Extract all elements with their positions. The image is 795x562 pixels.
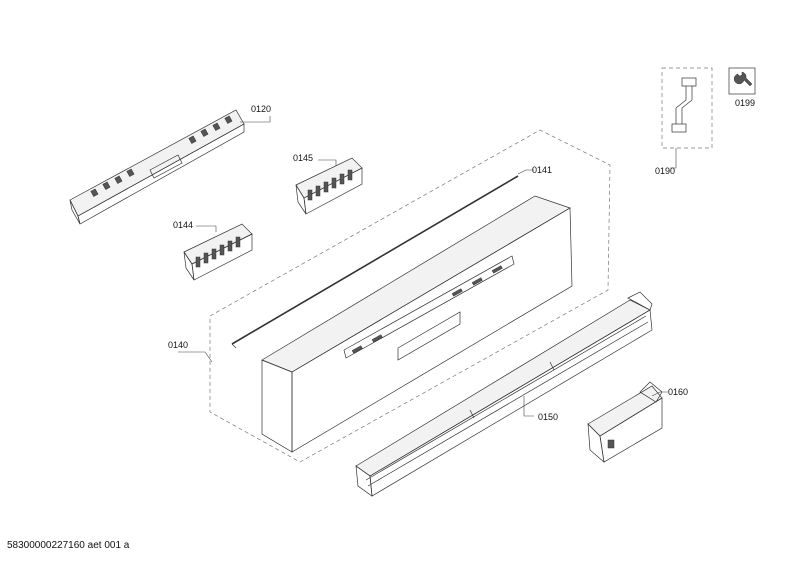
label-0160: 0160: [668, 387, 688, 397]
label-0141: 0141: [532, 165, 552, 175]
part-0144-button-module[interactable]: [183, 223, 253, 281]
label-0150: 0150: [538, 412, 558, 422]
part-0141-seal-strip[interactable]: [231, 169, 534, 349]
label-0140: 0140: [168, 340, 188, 350]
label-0145: 0145: [293, 153, 313, 163]
part-0199-tool-icon[interactable]: [728, 67, 756, 95]
part-0190-wire-harness[interactable]: [661, 67, 713, 169]
label-0190: 0190: [655, 166, 675, 176]
lead-0140: [178, 351, 213, 363]
label-0144: 0144: [173, 220, 193, 230]
control-panel-body[interactable]: [261, 195, 573, 453]
part-0150-handle-rail[interactable]: [355, 291, 653, 497]
document-id: 58300000227160 aet 001 a: [7, 540, 130, 551]
part-0145-button-module[interactable]: [295, 157, 363, 215]
label-0199: 0199: [735, 98, 755, 108]
part-0140-assembly-outline: [209, 129, 611, 463]
wrench-icon: [733, 71, 753, 87]
part-0160-end-cap[interactable]: [587, 381, 668, 463]
part-0120-connector-strip[interactable]: [69, 109, 271, 225]
label-0120: 0120: [251, 104, 271, 114]
